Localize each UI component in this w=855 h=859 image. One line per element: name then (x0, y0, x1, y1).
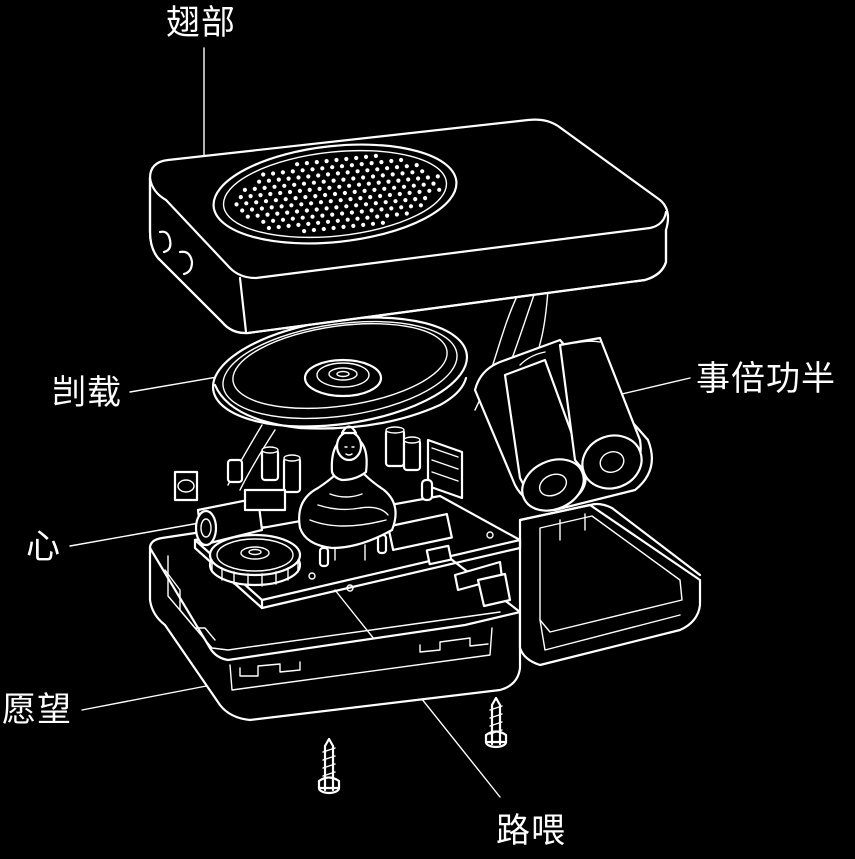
label-batteries: 事倍功半 (696, 359, 836, 399)
batteries (473, 336, 653, 512)
board-components (173, 426, 512, 608)
gear-wheel (208, 533, 302, 587)
meditating-figure (298, 425, 397, 561)
label-circuit: 路喂 (496, 811, 566, 851)
leader-heart (69, 521, 206, 547)
label-bottom-case: 愿望 (2, 690, 72, 730)
top-cover (148, 118, 670, 335)
speaker-grille-holes (234, 153, 442, 234)
leader-bottom-case (81, 682, 223, 711)
label-heart: 心 (26, 527, 61, 567)
label-speaker: 剀载 (52, 373, 122, 413)
label-top-cover: 翅部 (166, 3, 236, 43)
screw-left (317, 737, 341, 795)
screw-right (484, 696, 508, 749)
speaker (211, 316, 469, 430)
